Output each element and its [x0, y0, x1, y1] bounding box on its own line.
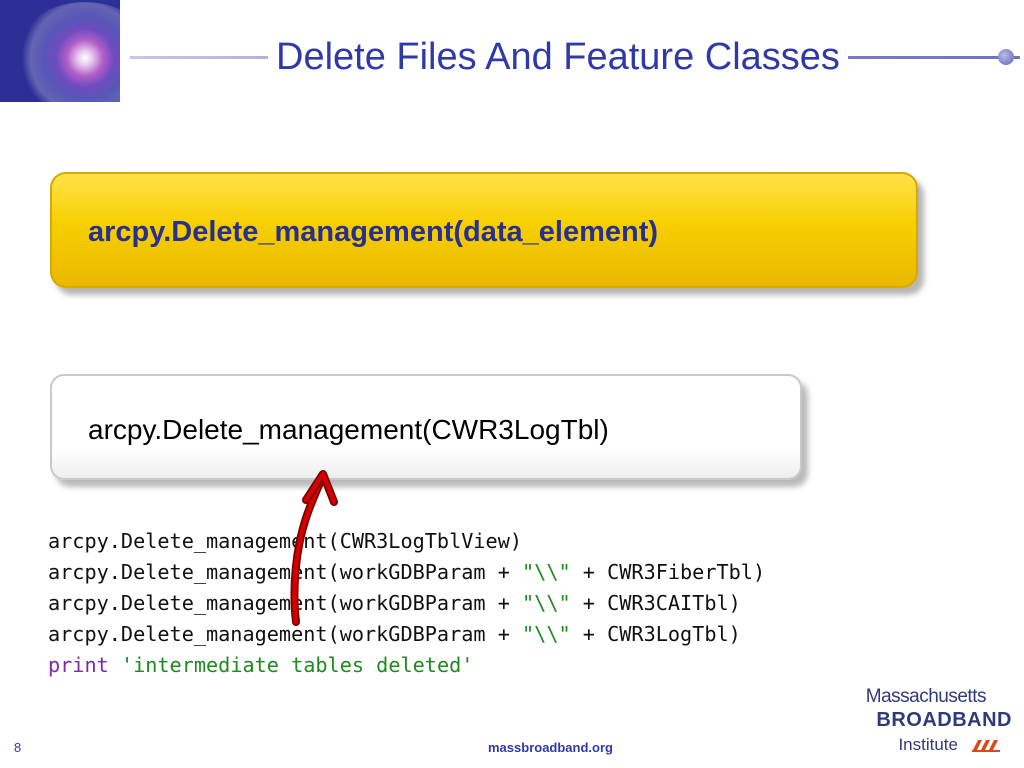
code-line: arcpy.Delete_management(workGDBParam + "…	[48, 588, 765, 619]
code-string: "\\"	[522, 560, 571, 584]
example-callout-box: arcpy.Delete_management(CWR3LogTbl)	[50, 374, 802, 480]
code-keyword: print	[48, 653, 109, 677]
massachusetts-broadband-institute-logo: Massachusetts BROADBAND Institute	[850, 686, 1016, 758]
code-text	[109, 653, 121, 677]
code-string: "\\"	[522, 622, 571, 646]
code-text: arcpy.Delete_management(workGDBParam +	[48, 591, 523, 615]
syntax-callout-box: arcpy.Delete_management(data_element)	[50, 172, 918, 288]
logo-line-massachusetts: Massachusetts	[865, 686, 987, 707]
footer-url: massbroadband.org	[488, 740, 613, 755]
code-text: arcpy.Delete_management(CWR3LogTblView)	[48, 529, 523, 553]
example-text: arcpy.Delete_management(CWR3LogTbl)	[88, 414, 609, 445]
code-string: 'intermediate tables deleted'	[120, 653, 474, 677]
syntax-text: arcpy.Delete_management(data_element)	[88, 216, 659, 248]
code-text: arcpy.Delete_management(workGDBParam +	[48, 560, 523, 584]
header-glow-orb	[14, 2, 120, 102]
logo-mark-icon	[972, 740, 1000, 752]
code-text: + CWR3CAITbl)	[570, 591, 741, 615]
code-line: arcpy.Delete_management(workGDBParam + "…	[48, 619, 765, 650]
logo-line-institute: Institute	[898, 735, 958, 754]
code-text: arcpy.Delete_management(workGDBParam +	[48, 622, 523, 646]
code-line: arcpy.Delete_management(CWR3LogTblView)	[48, 526, 765, 557]
slide-title: Delete Files And Feature Classes	[268, 30, 848, 84]
code-line: arcpy.Delete_management(workGDBParam + "…	[48, 557, 765, 588]
header-corner-square	[0, 0, 120, 102]
code-string: "\\"	[522, 591, 571, 615]
code-text: + CWR3FiberTbl)	[570, 560, 766, 584]
code-block: arcpy.Delete_management(CWR3LogTblView)a…	[48, 526, 765, 681]
code-line: print 'intermediate tables deleted'	[48, 650, 765, 681]
logo-line-broadband: BROADBAND	[876, 709, 1012, 731]
page-number: 8	[14, 740, 22, 755]
code-text: + CWR3LogTbl)	[570, 622, 741, 646]
title-rule-end-dot	[998, 49, 1014, 65]
